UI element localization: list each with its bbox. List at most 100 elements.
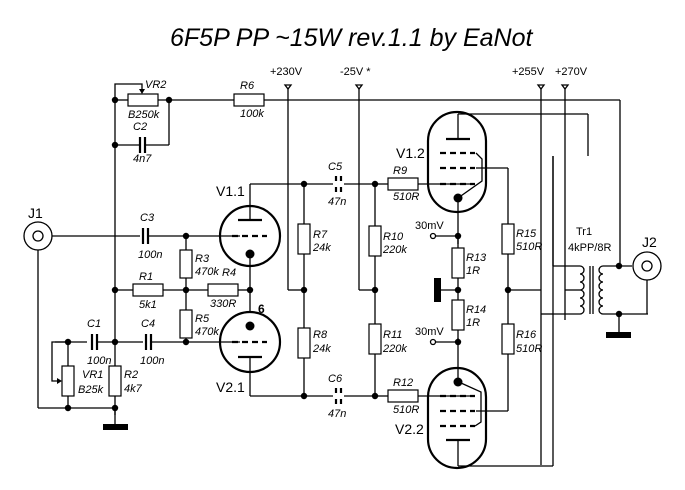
v12-label: V1.2 — [396, 145, 425, 161]
r2-icon — [108, 365, 122, 397]
supply-255v-label: +255V — [512, 66, 545, 78]
vr2-value: B250k — [128, 109, 160, 121]
supply-neg25v: -25V * — [340, 66, 371, 290]
tr1-ref: Tr1 — [576, 226, 592, 238]
test-point-icon[interactable] — [429, 338, 437, 346]
c4-value: 100n — [140, 355, 164, 367]
r14-icon — [451, 299, 465, 331]
r10-icon — [368, 225, 382, 257]
c6-ref: C6 — [328, 373, 343, 385]
r7-ref: R7 — [313, 229, 328, 241]
test-point-2-label: 30mV — [415, 326, 444, 338]
r4-ref: R4 — [222, 267, 236, 279]
c5-value: 47n — [328, 196, 346, 208]
r7-value: 24k — [312, 242, 331, 254]
r3-icon — [179, 249, 193, 279]
r15-value: 510R — [516, 241, 542, 253]
supply-terminal-icon — [354, 84, 364, 91]
r3-value: 470k — [195, 266, 219, 278]
r10-value: 220k — [382, 244, 407, 256]
pin-6-mark: 6 — [258, 302, 265, 316]
ground-icon — [434, 278, 441, 302]
rca-jack-icon — [632, 251, 662, 281]
r2-value: 4k7 — [124, 383, 143, 395]
r14-value: 1R — [466, 317, 480, 329]
c3-value: 100n — [138, 249, 162, 261]
tr1-value: 4kPP/8R — [568, 242, 611, 254]
c4-ref: C4 — [141, 318, 155, 330]
r9-icon — [387, 177, 419, 191]
r10-ref: R10 — [383, 231, 404, 243]
test-point-1-label: 30mV — [415, 220, 444, 232]
c3-ref: C3 — [140, 212, 155, 224]
cathode-network: 30mV R13 1R R14 1R 30mV — [415, 220, 487, 346]
r14-ref: R14 — [466, 304, 486, 316]
supply-neg25v-label: -25V * — [340, 66, 371, 78]
supply-230v-label: +230V — [270, 66, 303, 78]
r8-value: 24k — [312, 343, 331, 355]
r8-ref: R8 — [313, 329, 328, 341]
r16-icon — [501, 323, 515, 355]
input-jack-j1[interactable]: J1 — [23, 205, 53, 251]
supply-270v: +270V — [555, 66, 588, 320]
r1-value: 5k1 — [139, 299, 157, 311]
r2-ref: R2 — [124, 369, 138, 381]
feedback-network: VR2 B250k C2 4n7 R6 100k — [111, 79, 621, 265]
ground-icon — [103, 424, 128, 430]
c1-ref: C1 — [87, 318, 101, 330]
r9-value: 510R — [393, 191, 419, 203]
r15-icon — [501, 223, 515, 255]
pentode-icon — [426, 366, 488, 470]
c6-value: 47n — [328, 408, 346, 420]
r6-ref: R6 — [240, 80, 255, 92]
c2-value: 4n7 — [133, 153, 152, 165]
schematic-title: 6F5P PP ~15W rev.1.1 by EaNot — [170, 24, 533, 52]
vr2-ref: VR2 — [145, 79, 166, 91]
output-jack-j2[interactable]: J2 — [632, 234, 662, 314]
r8-icon — [297, 327, 311, 359]
r13-ref: R13 — [466, 252, 487, 264]
v11-label: V1.1 — [216, 183, 245, 199]
r4-icon — [207, 283, 239, 297]
r4-value: 330R — [210, 298, 236, 310]
r12-ref: R12 — [393, 377, 413, 389]
r6-icon — [233, 93, 265, 107]
supply-terminal-icon — [560, 84, 570, 91]
r3-ref: R3 — [195, 253, 210, 265]
supply-terminal-icon — [283, 84, 293, 91]
tube-v1-2: V1.2 — [396, 110, 588, 244]
ground-icon — [606, 332, 631, 338]
r16-value: 510R — [516, 343, 542, 355]
tube-v1-1: V1.1 — [216, 183, 375, 312]
r5-ref: R5 — [195, 313, 210, 325]
rca-jack-icon — [23, 221, 53, 251]
r9-ref: R9 — [393, 165, 407, 177]
r11-ref: R11 — [383, 329, 402, 341]
test-point-icon[interactable] — [429, 232, 437, 240]
r6-value: 100k — [240, 108, 264, 120]
vr1-value: B25k — [78, 384, 104, 396]
output-transformer-tr1: Tr1 4kPP/8R — [553, 114, 648, 338]
vr1-pot-icon — [61, 365, 75, 397]
r12-value: 510R — [393, 404, 419, 416]
r7-icon — [297, 223, 311, 255]
r16-ref: R16 — [516, 329, 537, 341]
vr2-pot-icon — [127, 93, 159, 107]
j1-label: J1 — [28, 205, 43, 221]
r5-value: 470k — [195, 326, 219, 338]
tube-v2-1: 6 V2.1 — [216, 302, 375, 397]
transformer-primary-icon — [579, 265, 585, 315]
r15-ref: R15 — [516, 228, 537, 240]
supply-230v: +230V — [270, 66, 303, 290]
c5-ref: C5 — [328, 161, 343, 173]
tube-v2-2: V2.2 — [395, 156, 554, 470]
c1-value: 100n — [87, 355, 111, 367]
pentode-icon — [426, 110, 488, 214]
r1-icon — [132, 283, 164, 297]
r5-icon — [179, 309, 193, 339]
supply-255v: +255V — [512, 66, 546, 465]
c2-ref: C2 — [133, 121, 147, 133]
r11-value: 220k — [382, 343, 407, 355]
transformer-secondary-icon — [598, 265, 604, 315]
